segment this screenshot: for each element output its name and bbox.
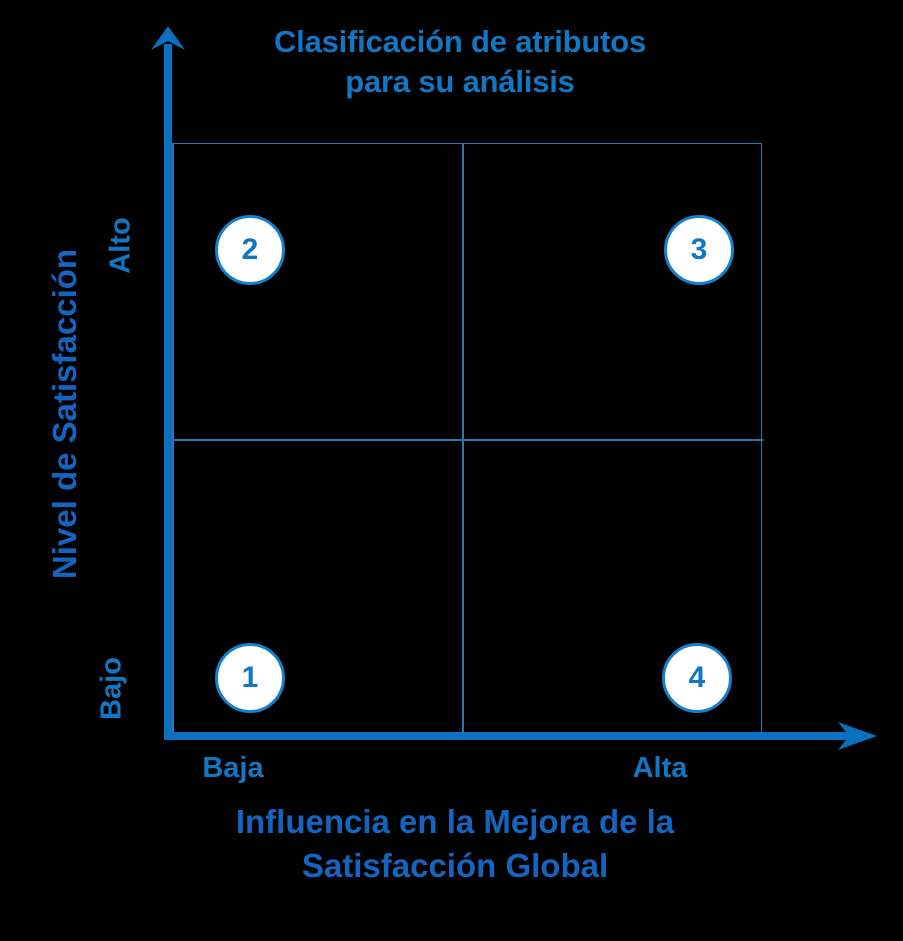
x-axis-title: Influencia en la Mejora de la Satisfacci…: [105, 800, 805, 888]
quadrant-divider-horizontal: [172, 439, 763, 441]
x-axis-line: [164, 732, 854, 740]
x-axis-arrow-icon: [836, 722, 878, 750]
quadrant-marker-2-label: 2: [241, 233, 259, 266]
x-axis-tick-baja: Baja: [202, 752, 264, 784]
quadrant-marker-1-label: 1: [241, 661, 259, 694]
quadrant-marker-1[interactable]: 1: [215, 643, 285, 713]
y-axis-line: [164, 44, 172, 740]
y-axis-title: Nivel de Satisfacción: [46, 248, 83, 580]
quadrant-marker-4[interactable]: 4: [662, 643, 732, 713]
y-axis-tick-alto: Alto: [104, 217, 137, 274]
x-axis-tick-alta: Alta: [632, 752, 688, 784]
chart-title-line-1: Clasificación de atributos: [273, 24, 647, 59]
plot-frame-left-edge: [172, 144, 174, 733]
x-axis-title-line-2: Satisfacción Global: [301, 847, 609, 884]
quadrant-divider-vertical: [462, 143, 464, 734]
chart-title-line-2: para su análisis: [345, 64, 575, 99]
quadrant-marker-2[interactable]: 2: [215, 215, 285, 285]
quadrant-marker-4-label: 4: [688, 661, 706, 694]
quadrant-marker-3[interactable]: 3: [664, 215, 734, 285]
chart-title: Clasificación de atributos para su análi…: [190, 22, 730, 102]
quadrant-marker-3-label: 3: [690, 233, 708, 266]
y-axis-arrow-icon: [150, 26, 186, 52]
y-axis-tick-bajo: Bajo: [95, 657, 128, 720]
x-axis-title-line-1: Influencia en la Mejora de la: [235, 803, 675, 840]
plot-frame: [172, 143, 762, 733]
